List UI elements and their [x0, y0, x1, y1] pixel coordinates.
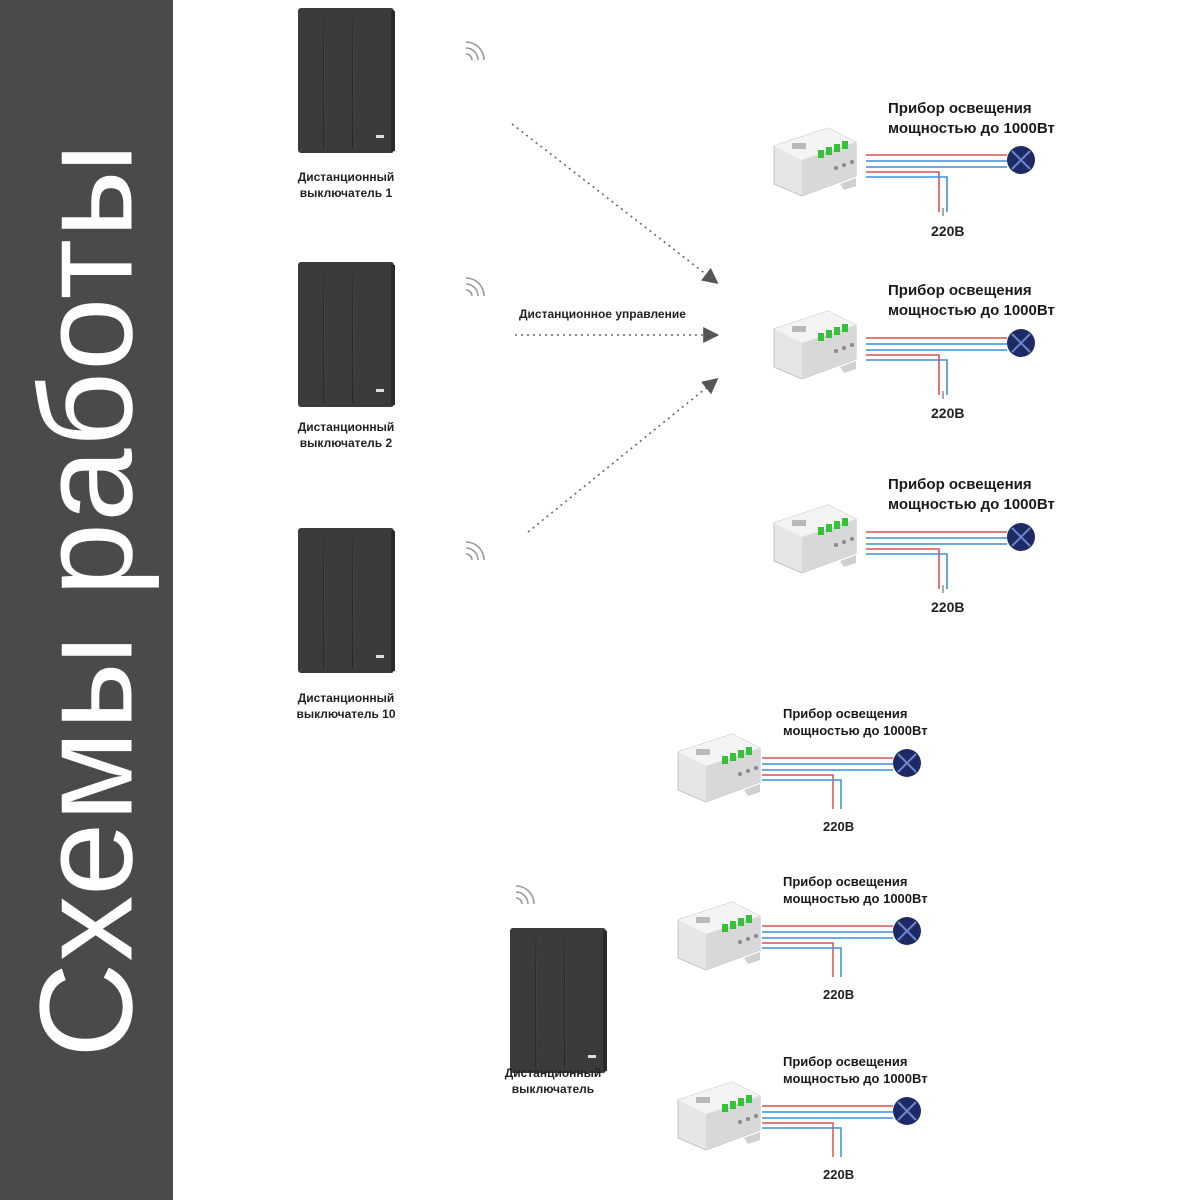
voltage-label: 220В — [823, 1167, 855, 1182]
wiring — [761, 757, 894, 810]
wiring — [865, 531, 1008, 594]
lamp-icon — [892, 748, 922, 778]
remote-control-label: Дистанционное управление — [519, 307, 686, 321]
relay-module-icon — [677, 733, 761, 803]
device-label: Прибор освещения мощностью до 1000Вт — [888, 282, 1055, 319]
wiring — [761, 1105, 894, 1158]
device-label: Прибор освещения мощностью до 1000Вт — [888, 476, 1055, 513]
wall-switch-icon — [297, 261, 396, 408]
signal-arrow — [511, 123, 719, 284]
lamp-icon — [1006, 145, 1036, 175]
relay-module-icon — [677, 901, 761, 971]
device-label: Прибор освещения мощностью до 1000Вт — [783, 1054, 928, 1086]
voltage-label: 220В — [823, 819, 855, 834]
relay-module-icon — [773, 310, 857, 380]
device-label: Прибор освещения мощностью до 1000Вт — [888, 100, 1055, 137]
wifi-signal-icon — [465, 277, 485, 297]
voltage-label: 220В — [931, 223, 965, 239]
switch-label: Дистанционный выключатель — [504, 1066, 602, 1096]
relay-module-icon — [773, 504, 857, 574]
lamp-icon — [1006, 522, 1036, 552]
voltage-label: 220В — [931, 405, 965, 421]
lamp-icon — [892, 916, 922, 946]
relay-module-icon — [773, 127, 857, 197]
device-label: Прибор освещения мощностью до 1000Вт — [783, 874, 928, 906]
switch-label: Дистанционный выключатель 2 — [297, 420, 395, 450]
lamp-icon — [1006, 328, 1036, 358]
lamp-icon — [892, 1096, 922, 1126]
wifi-signal-icon — [515, 885, 535, 905]
switch-label: Дистанционный выключатель 1 — [297, 170, 395, 200]
wiring — [761, 925, 894, 978]
wall-switch-icon — [297, 7, 396, 154]
wall-switch-icon — [297, 527, 396, 674]
switch-label: Дистанционный выключатель 10 — [296, 691, 396, 721]
wifi-signal-icon — [465, 541, 485, 561]
relay-module-icon — [677, 1081, 761, 1151]
wiring — [865, 337, 1008, 400]
wall-switch-icon — [509, 927, 608, 1074]
voltage-label: 220В — [931, 599, 965, 615]
signal-arrow — [527, 377, 719, 533]
wiring — [865, 154, 1008, 217]
sidebar: Схемы работы — [0, 0, 173, 1200]
voltage-label: 220В — [823, 987, 855, 1002]
wifi-signal-icon — [465, 41, 485, 61]
device-label: Прибор освещения мощностью до 1000Вт — [783, 706, 928, 738]
